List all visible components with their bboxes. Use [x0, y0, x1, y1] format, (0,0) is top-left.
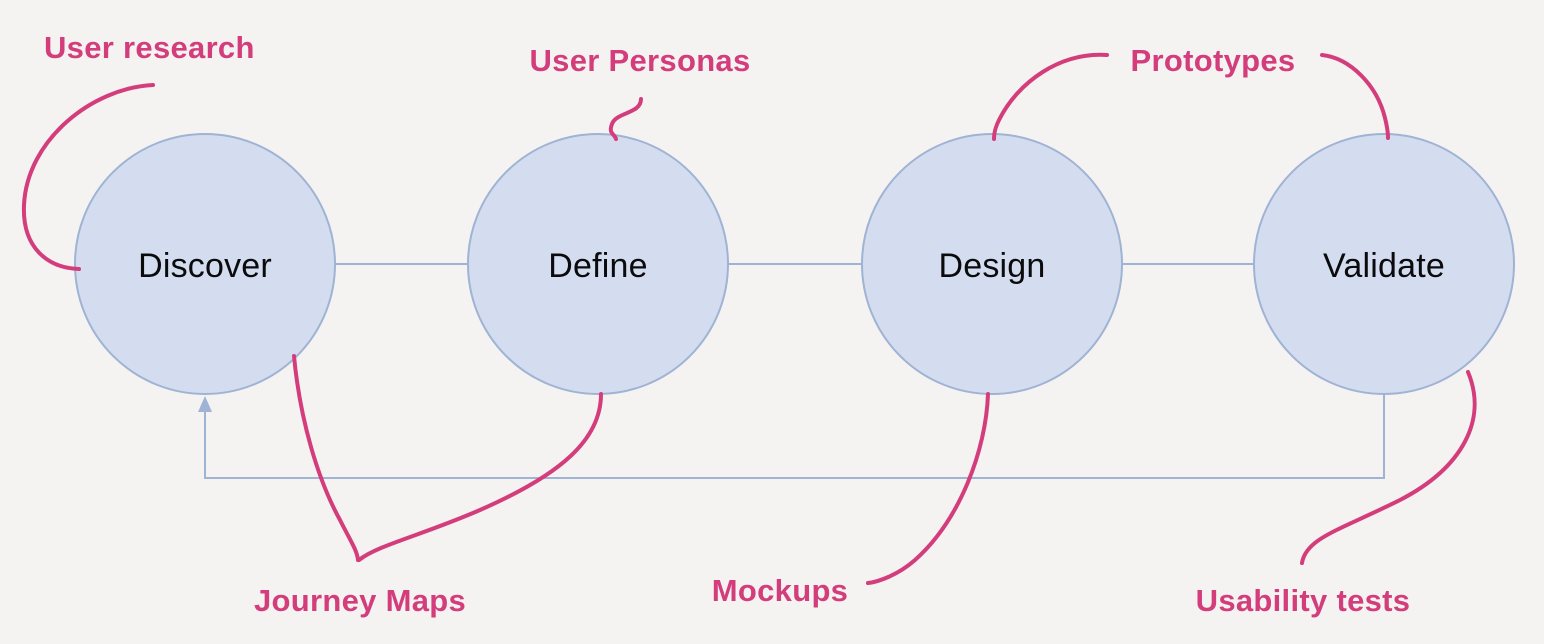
node-design[interactable] — [861, 133, 1123, 395]
annot-label-journey-maps: Journey Maps — [254, 583, 466, 618]
annot-label-prototypes: Prototypes — [1131, 43, 1296, 78]
feedback-arrow-head — [198, 396, 212, 412]
annot-curve-user-personas — [608, 97, 643, 141]
node-label-validate: Validate — [1323, 247, 1445, 285]
annot-label-user-research: User research — [44, 30, 255, 65]
annot-label-mockups: Mockups — [712, 573, 848, 608]
annot-curve-journey-maps-left — [292, 354, 360, 562]
annot-curve-prototypes-left — [992, 52, 1109, 141]
node-label-discover: Discover — [138, 247, 272, 285]
annot-curve-usability-tests — [1300, 370, 1477, 565]
annot-curve-mockups — [866, 392, 990, 585]
connector-feedback-loop — [204, 394, 1385, 479]
node-validate[interactable] — [1253, 133, 1515, 395]
annot-curve-journey-maps-right — [357, 392, 603, 562]
annot-curve-user-research — [21, 83, 155, 271]
node-label-design: Design — [938, 247, 1045, 285]
annot-curve-prototypes-right — [1320, 53, 1390, 140]
node-discover[interactable] — [74, 133, 336, 395]
annot-label-usability-tests: Usability tests — [1196, 583, 1411, 618]
node-define[interactable] — [467, 133, 729, 395]
node-label-define: Define — [548, 247, 647, 285]
annot-label-user-personas: User Personas — [529, 43, 750, 78]
